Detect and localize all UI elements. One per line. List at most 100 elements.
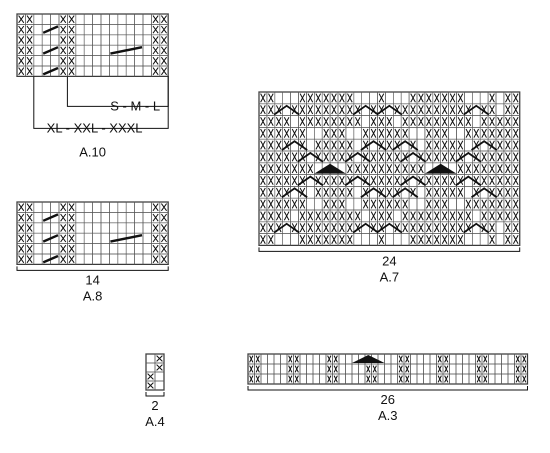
- x-mark-icon: [333, 365, 338, 373]
- x-mark-icon: [386, 175, 393, 186]
- x-mark-icon: [426, 152, 432, 162]
- x-mark-icon: [249, 355, 254, 363]
- x-mark-icon: [473, 199, 480, 209]
- x-mark-icon: [505, 234, 511, 245]
- x-mark-icon: [255, 355, 260, 363]
- x-mark-icon: [160, 56, 168, 65]
- x-mark-icon: [505, 152, 511, 162]
- x-mark-icon: [505, 93, 511, 103]
- x-mark-icon: [457, 223, 464, 233]
- x-mark-icon: [323, 234, 329, 245]
- x-mark-icon: [372, 365, 377, 373]
- x-mark-icon: [441, 234, 448, 245]
- x-mark-icon: [268, 93, 274, 103]
- x-mark-icon: [465, 116, 472, 127]
- x-mark-icon: [465, 211, 472, 221]
- x-mark-icon: [288, 355, 293, 363]
- chevron-stitch-icon: [399, 175, 427, 187]
- x-mark-icon: [512, 152, 519, 162]
- chevron-stitch-icon: [391, 140, 419, 151]
- x-mark-icon: [160, 36, 168, 44]
- x-mark-icon: [497, 164, 503, 174]
- x-mark-icon: [160, 67, 168, 76]
- x-mark-icon: [299, 164, 306, 174]
- x-mark-icon: [299, 93, 306, 103]
- x-mark-icon: [331, 223, 337, 233]
- x-mark-icon: [512, 175, 519, 186]
- x-mark-icon: [315, 116, 322, 127]
- x-mark-icon: [268, 234, 274, 245]
- x-mark-icon: [426, 187, 432, 197]
- x-mark-icon: [347, 140, 353, 150]
- x-mark-icon: [152, 67, 159, 76]
- x-mark-icon: [398, 375, 403, 383]
- x-mark-icon: [275, 128, 282, 138]
- x-mark-icon: [465, 164, 472, 174]
- x-mark-icon: [433, 223, 440, 233]
- x-mark-icon: [394, 164, 401, 174]
- x-mark-icon: [307, 234, 314, 245]
- x-mark-icon: [441, 187, 448, 197]
- x-mark-icon: [268, 175, 274, 186]
- x-mark-icon: [339, 93, 345, 103]
- x-mark-icon: [331, 105, 337, 115]
- chevron-stitch-icon: [297, 151, 324, 163]
- x-mark-icon: [449, 152, 456, 162]
- x-mark-icon: [370, 152, 377, 162]
- chart-a-3: 26A.3: [247, 353, 529, 423]
- size-label-large: XL - XXL - XXXL: [47, 120, 143, 135]
- x-mark-icon: [398, 365, 403, 373]
- x-mark-icon: [291, 199, 298, 209]
- x-mark-icon: [505, 164, 511, 174]
- x-mark-icon: [283, 116, 290, 127]
- chart-a-4: 2A.4: [145, 353, 165, 429]
- x-mark-icon: [333, 375, 338, 383]
- x-mark-icon: [441, 128, 448, 138]
- x-mark-icon: [315, 105, 322, 115]
- x-mark-icon: [402, 164, 408, 174]
- x-mark-icon: [457, 187, 464, 197]
- x-mark-icon: [402, 128, 408, 138]
- x-mark-icon: [339, 199, 345, 209]
- chevron-stitch-icon: [470, 140, 498, 151]
- x-mark-icon: [307, 164, 314, 174]
- x-mark-icon: [489, 223, 495, 233]
- x-mark-icon: [370, 116, 377, 127]
- x-mark-icon: [402, 211, 408, 221]
- x-mark-icon: [18, 213, 25, 222]
- x-mark-icon: [512, 116, 519, 127]
- x-mark-icon: [394, 128, 401, 138]
- x-mark-icon: [418, 164, 424, 174]
- x-mark-icon: [465, 199, 472, 209]
- x-mark-icon: [481, 152, 487, 162]
- x-mark-icon: [26, 224, 33, 232]
- grid-cell: [511, 233, 520, 246]
- x-mark-icon: [333, 355, 338, 363]
- x-mark-icon: [152, 244, 159, 253]
- x-mark-icon: [489, 211, 495, 221]
- chevron-stitch-icon: [273, 104, 300, 116]
- x-mark-icon: [26, 15, 33, 24]
- x-mark-icon: [515, 365, 520, 373]
- x-mark-icon: [437, 365, 442, 373]
- x-mark-icon: [347, 211, 353, 221]
- x-mark-icon: [315, 187, 322, 197]
- x-mark-icon: [323, 211, 329, 221]
- x-mark-icon: [268, 223, 274, 233]
- x-mark-icon: [512, 187, 519, 197]
- size-bracket-large: [33, 76, 169, 129]
- grid-cell: [159, 253, 169, 265]
- x-mark-icon: [378, 234, 385, 245]
- x-mark-icon: [249, 365, 254, 373]
- x-mark-icon: [160, 46, 168, 55]
- x-mark-icon: [26, 255, 33, 264]
- x-mark-icon: [372, 375, 377, 383]
- x-mark-icon: [68, 56, 75, 65]
- x-mark-icon: [426, 140, 432, 150]
- chevron-stitch-icon: [352, 222, 379, 234]
- chart-title: A.3: [378, 408, 398, 423]
- x-mark-icon: [465, 128, 472, 138]
- x-mark-icon: [512, 223, 519, 233]
- x-mark-icon: [60, 36, 67, 44]
- x-mark-icon: [339, 175, 345, 186]
